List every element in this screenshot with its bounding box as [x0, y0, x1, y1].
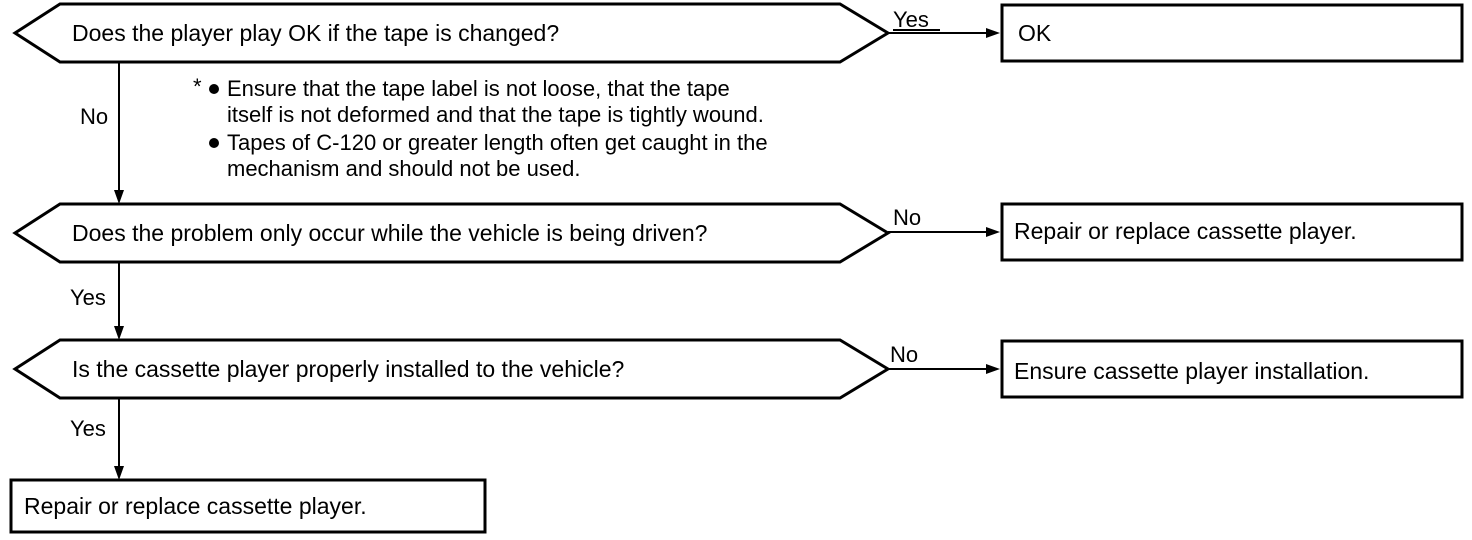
arrowhead-2-right	[986, 227, 1000, 237]
decision-3-question: Is the cassette player properly installe…	[72, 356, 625, 382]
note-bullet-2-line-2: mechanism and should not be used.	[227, 156, 581, 181]
arrowhead-1-right	[986, 28, 1000, 38]
result-3-box	[1000, 339, 1464, 399]
final-result-box	[9, 478, 487, 534]
decision-1-down-label: No	[80, 104, 109, 129]
decision-1-right-label: Yes	[893, 7, 929, 32]
arrowhead-3-down	[114, 466, 124, 480]
note-bullet-1-line-2: itself is not deformed and that the tape…	[227, 102, 764, 127]
arrowhead-1-down	[114, 190, 124, 204]
result-2-box	[1000, 202, 1464, 262]
result-1-text: OK	[1018, 20, 1052, 46]
result-2-text: Repair or replace cassette player.	[1014, 218, 1357, 244]
note-marker: *	[193, 74, 202, 99]
decision-2-right-label: No	[893, 205, 922, 230]
arrowhead-3-right	[986, 364, 1000, 374]
note-bullet-2-line-1: Tapes of C-120 or greater length often g…	[227, 130, 768, 155]
note-bullet-2-dot	[209, 138, 219, 148]
note-bullet-1-line-1: Ensure that the tape label is not loose,…	[227, 76, 730, 101]
decision-3-down-label: Yes	[70, 416, 106, 441]
final-result-text: Repair or replace cassette player.	[24, 493, 367, 519]
note-bullet-1-dot	[209, 84, 219, 94]
decision-3-right-label: No	[890, 342, 919, 367]
decision-1-question: Does the player play OK if the tape is c…	[72, 20, 560, 46]
arrowhead-2-down	[114, 326, 124, 340]
result-1-box	[1000, 3, 1464, 63]
result-3-text: Ensure cassette player installation.	[1014, 358, 1370, 384]
decision-2-down-label: Yes	[70, 285, 106, 310]
decision-2-question: Does the problem only occur while the ve…	[72, 220, 708, 246]
